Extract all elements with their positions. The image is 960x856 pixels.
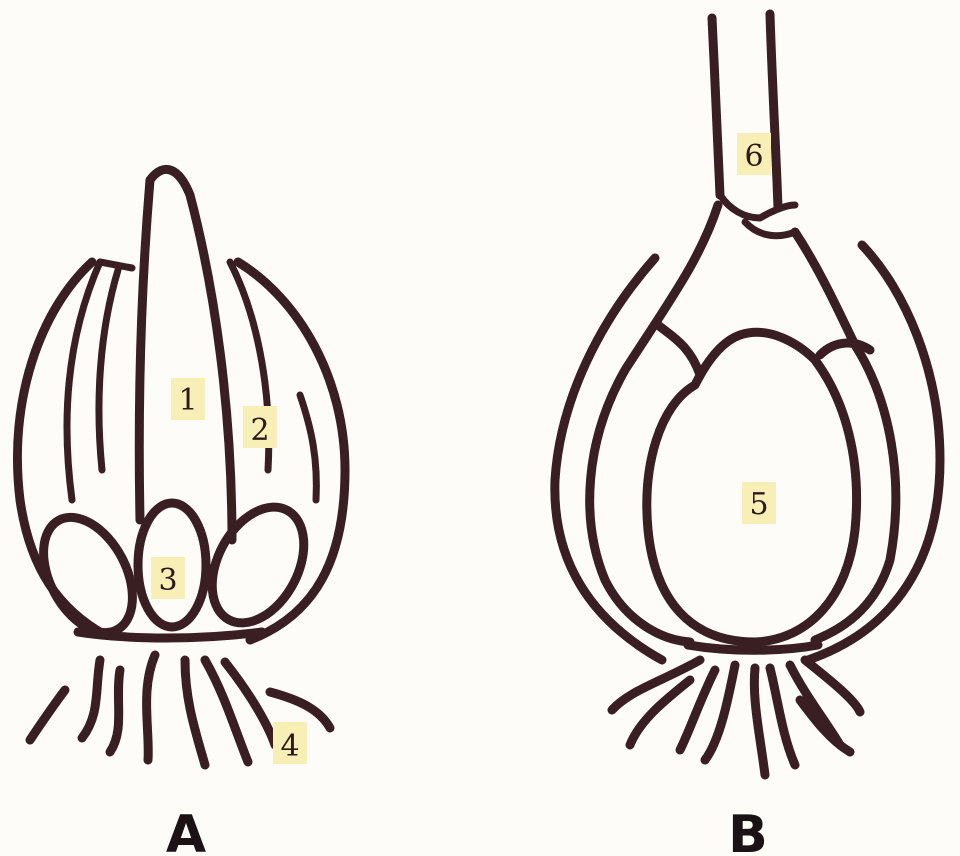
daughter-bulb-left <box>25 502 150 647</box>
label-6-text: 6 <box>744 139 763 174</box>
basal-plate-b <box>688 645 818 650</box>
inner-scale-left-2 <box>99 270 118 470</box>
scale-tip-left-b <box>658 325 700 375</box>
outer-scale-left-b <box>555 258 662 660</box>
inner-scale-left-1 <box>67 262 100 500</box>
outer-scale-left-a <box>17 262 105 635</box>
central-shoot <box>139 169 232 540</box>
neck-left-b <box>712 18 720 195</box>
label-3-text: 3 <box>158 563 177 598</box>
caption-b: B <box>728 805 768 856</box>
label-1-text: 1 <box>178 383 197 418</box>
label-1: 1 <box>171 378 205 420</box>
caption-a: A <box>166 805 206 856</box>
label-3: 3 <box>151 557 185 599</box>
neck-right-b <box>770 14 778 208</box>
label-2-text: 2 <box>250 413 269 448</box>
inner-scale-right-2 <box>300 395 316 500</box>
label-4: 4 <box>273 722 307 764</box>
roots-b <box>612 660 860 775</box>
figure-b <box>555 14 940 775</box>
label-6: 6 <box>737 133 771 175</box>
label-5: 5 <box>742 482 776 524</box>
figure-a <box>17 169 345 765</box>
scale-tip-left <box>100 262 132 268</box>
label-4-text: 4 <box>280 729 299 764</box>
daughter-bulb-right <box>194 491 323 638</box>
neck-knot <box>720 195 795 236</box>
label-5-text: 5 <box>749 487 768 522</box>
label-2: 2 <box>243 406 277 448</box>
basal-plate-a <box>78 632 262 638</box>
